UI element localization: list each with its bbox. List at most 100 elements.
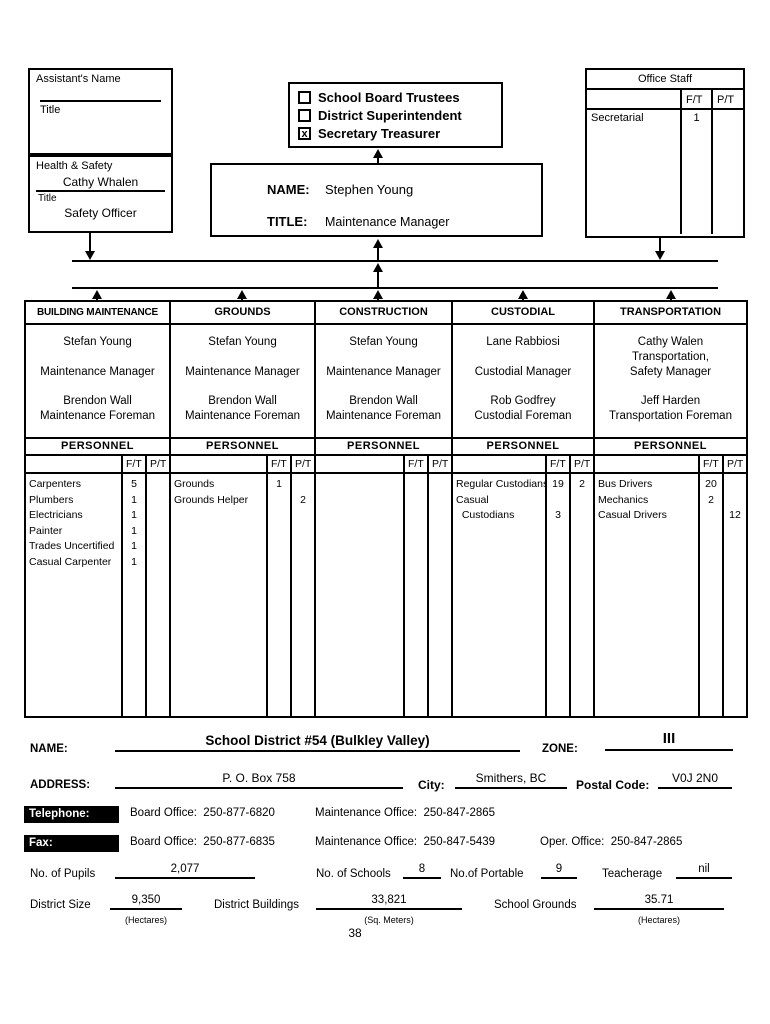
school-grounds-label: School Grounds	[494, 899, 577, 911]
personnel-row-pt[interactable]	[147, 493, 169, 509]
health-safety-title-field[interactable]: Safety Officer	[64, 206, 137, 220]
personnel-row-pt[interactable]: 2	[579, 478, 585, 490]
personnel-row-ft[interactable]	[268, 493, 290, 509]
checkbox[interactable]	[298, 90, 311, 104]
ft-header: F/T	[545, 456, 569, 472]
district-buildings-unit: (Sq. Meters)	[364, 915, 414, 925]
personnel-row-label: Electricians	[29, 509, 83, 521]
schools-field[interactable]: 8	[403, 863, 441, 879]
school-grounds-unit: (Hectares)	[637, 915, 680, 925]
pt-header: P/T	[427, 456, 451, 472]
contact-entry: Board Office: 250-877-6835	[130, 836, 275, 848]
pupils-field[interactable]: 2,077	[115, 863, 255, 879]
manager-box: NAME: Stephen Young TITLE: Maintenance M…	[210, 163, 543, 237]
assistant-box: Assistant's Name Title	[28, 68, 173, 155]
assistant-title-label: Title	[40, 104, 61, 116]
manager-title-label: TITLE:	[267, 214, 308, 229]
pupils-label: No. of Pupils	[30, 868, 96, 880]
personnel-row-ft[interactable]: 1	[131, 555, 137, 568]
personnel-row-pt[interactable]	[292, 477, 314, 493]
personnel-table	[316, 474, 451, 716]
personnel-row-ft[interactable]: 20	[705, 478, 717, 490]
ft-header: F/T	[698, 456, 722, 472]
personnel-row-ft[interactable]: 1	[131, 509, 137, 521]
personnel-row-pt[interactable]	[147, 477, 169, 493]
manager-title-field[interactable]: Maintenance Manager	[325, 215, 450, 229]
school-grounds-field[interactable]: 35.71	[594, 894, 724, 910]
checkbox-checked[interactable]: x	[298, 126, 311, 140]
teacherage-field[interactable]: nil	[676, 863, 732, 879]
contact-entry: Board Office: 250-877-6820	[130, 807, 275, 819]
office-staff-row-label: Secretarial	[591, 112, 644, 124]
zone-label: ZONE:	[542, 743, 578, 755]
checkbox-label: Secretary Treasurer	[318, 125, 441, 141]
personnel-row-pt[interactable]	[571, 508, 593, 524]
checkbox[interactable]	[298, 108, 311, 122]
personnel-header: PERSONNEL	[316, 439, 451, 456]
personnel-row-label: Trades Uncertified	[29, 540, 115, 552]
office-staff-pt-header: P/T	[713, 90, 743, 110]
zone-field[interactable]: III	[605, 730, 733, 751]
personnel-row-ft[interactable]: 1	[131, 493, 137, 506]
personnel-row-label: Mechanics	[598, 493, 649, 506]
manager-name-field[interactable]: Stephen Young	[325, 182, 414, 197]
fax-label: Fax:	[24, 835, 119, 852]
personnel-row-label: Casual Carpenter	[29, 555, 112, 568]
telephone-label: Telephone:	[24, 806, 119, 823]
personnel-row-pt[interactable]: 2	[300, 493, 306, 506]
personnel-row-pt[interactable]	[147, 555, 169, 571]
office-staff-row-pt[interactable]	[713, 110, 743, 112]
personnel-row-pt[interactable]	[724, 493, 746, 509]
personnel-row-pt[interactable]	[147, 508, 169, 524]
address-label: ADDRESS:	[30, 779, 91, 791]
district-size-field[interactable]: 9,350	[110, 894, 182, 910]
department-title: CUSTODIAL	[453, 302, 593, 325]
assistant-heading: Assistant's Name	[36, 73, 121, 85]
personnel-row-ft[interactable]: 1	[131, 540, 137, 552]
personnel-row-label: Grounds Helper	[174, 493, 249, 506]
personnel-row-ft[interactable]: 2	[708, 493, 714, 506]
address-field[interactable]: P. O. Box 758	[115, 771, 403, 789]
personnel-row-ft[interactable]	[547, 493, 569, 509]
district-buildings-label: District Buildings	[214, 899, 299, 911]
personnel-row-pt[interactable]	[147, 539, 169, 555]
department-title: GROUNDS	[171, 302, 314, 325]
personnel-row-label: Custodians	[456, 509, 515, 521]
city-field[interactable]: Smithers, BC	[455, 771, 567, 789]
personnel-row-ft[interactable]: 3	[555, 509, 561, 521]
personnel-row-ft[interactable]: 1	[131, 524, 137, 537]
district-name-field[interactable]: School District #54 (Bulkley Valley)	[115, 733, 520, 752]
personnel-row-ft[interactable]: 19	[552, 478, 564, 490]
district-buildings-field[interactable]: 33,821	[316, 894, 462, 910]
personnel-row-pt[interactable]	[571, 493, 593, 509]
health-safety-heading: Health & Safety	[36, 160, 113, 172]
health-safety-name-field[interactable]: Cathy Whalen	[36, 175, 165, 192]
portable-label: No.of Portable	[450, 868, 524, 880]
page-number: 38	[348, 926, 362, 940]
postal-code-field[interactable]: V0J 2N0	[658, 771, 732, 789]
personnel-header: PERSONNEL	[453, 439, 593, 456]
assistant-name-field[interactable]	[40, 100, 161, 102]
personnel-header: PERSONNEL	[26, 439, 169, 456]
personnel-row-ft[interactable]: 5	[131, 478, 137, 490]
office-staff-row-ft[interactable]: 1	[693, 112, 700, 124]
personnel-row-ft[interactable]	[700, 508, 722, 524]
personnel-row-pt[interactable]: 12	[729, 509, 741, 521]
personnel-row-pt[interactable]	[147, 524, 169, 540]
teacherage-label: Teacherage	[602, 868, 663, 880]
manager-name-label: NAME:	[267, 182, 310, 197]
department-title: BUILDING MAINTENANCE	[26, 302, 169, 325]
personnel-row-pt[interactable]	[724, 477, 746, 493]
personnel-row-ft[interactable]: 1	[276, 478, 282, 490]
portable-field[interactable]: 9	[541, 863, 577, 879]
